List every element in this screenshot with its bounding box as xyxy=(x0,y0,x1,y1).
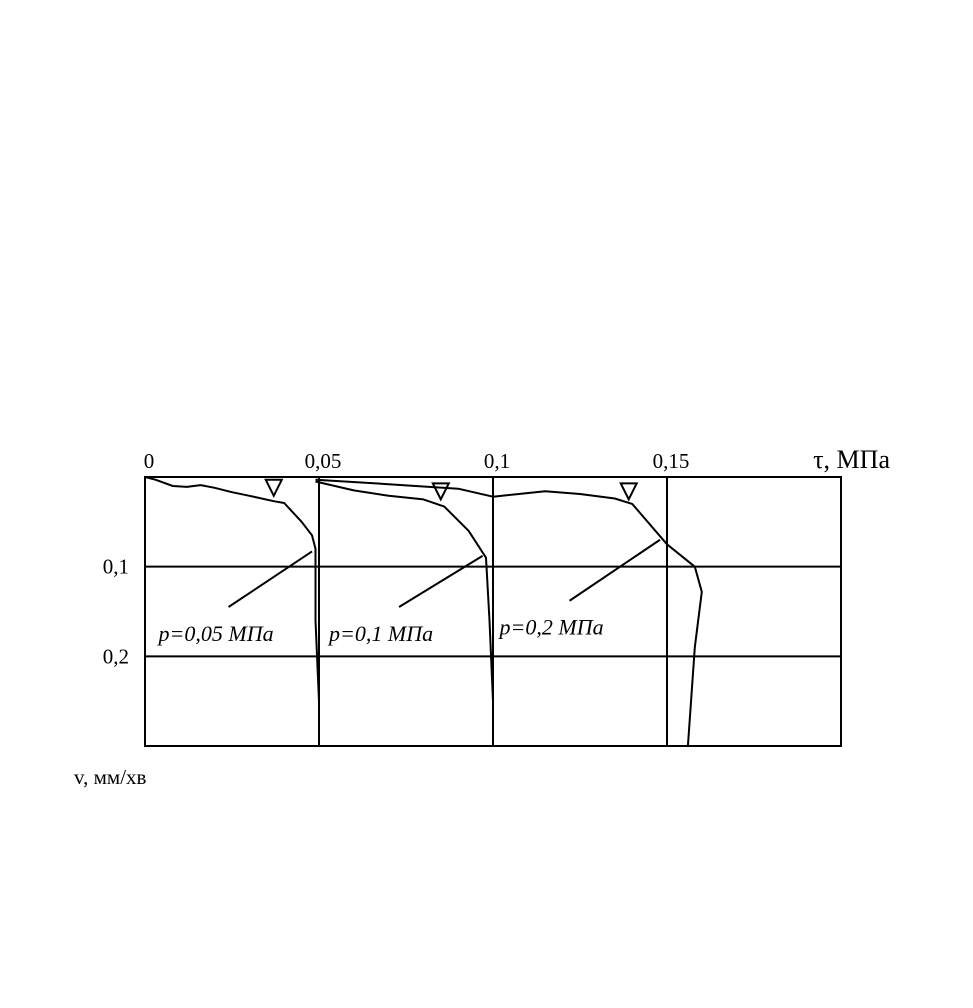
series-label-2: p=0,1 МПа xyxy=(327,621,433,646)
series-line-2 xyxy=(316,482,494,702)
series-label-3: p=0,2 МПа xyxy=(498,615,604,640)
x-tick-label: 0,15 xyxy=(653,449,690,473)
y-axis-title: v, мм/хв xyxy=(74,765,147,789)
x-tick-label: 0,1 xyxy=(484,449,510,473)
triangle-marker-3 xyxy=(621,483,637,499)
leader-line-3 xyxy=(570,540,660,601)
series-labels: p=0,05 МПа p=0,1 МПа p=0,2 МПа xyxy=(157,615,604,646)
triangle-marker-2 xyxy=(433,483,449,499)
series-line-3 xyxy=(316,480,702,746)
series-lines xyxy=(145,477,702,746)
triangle-marker-1 xyxy=(266,480,282,496)
x-tick-label: 0 xyxy=(144,449,155,473)
series-label-1: p=0,05 МПа xyxy=(157,621,274,646)
x-tick-label: 0,05 xyxy=(305,449,342,473)
x-axis-title: τ, МПа xyxy=(813,445,890,474)
y-tick-label: 0,1 xyxy=(103,555,129,579)
leader-line-1 xyxy=(229,551,313,607)
leader-line-2 xyxy=(399,556,483,607)
series-line-1 xyxy=(145,477,319,701)
grid-lines xyxy=(145,477,841,746)
y-tick-label: 0,2 xyxy=(103,644,129,668)
